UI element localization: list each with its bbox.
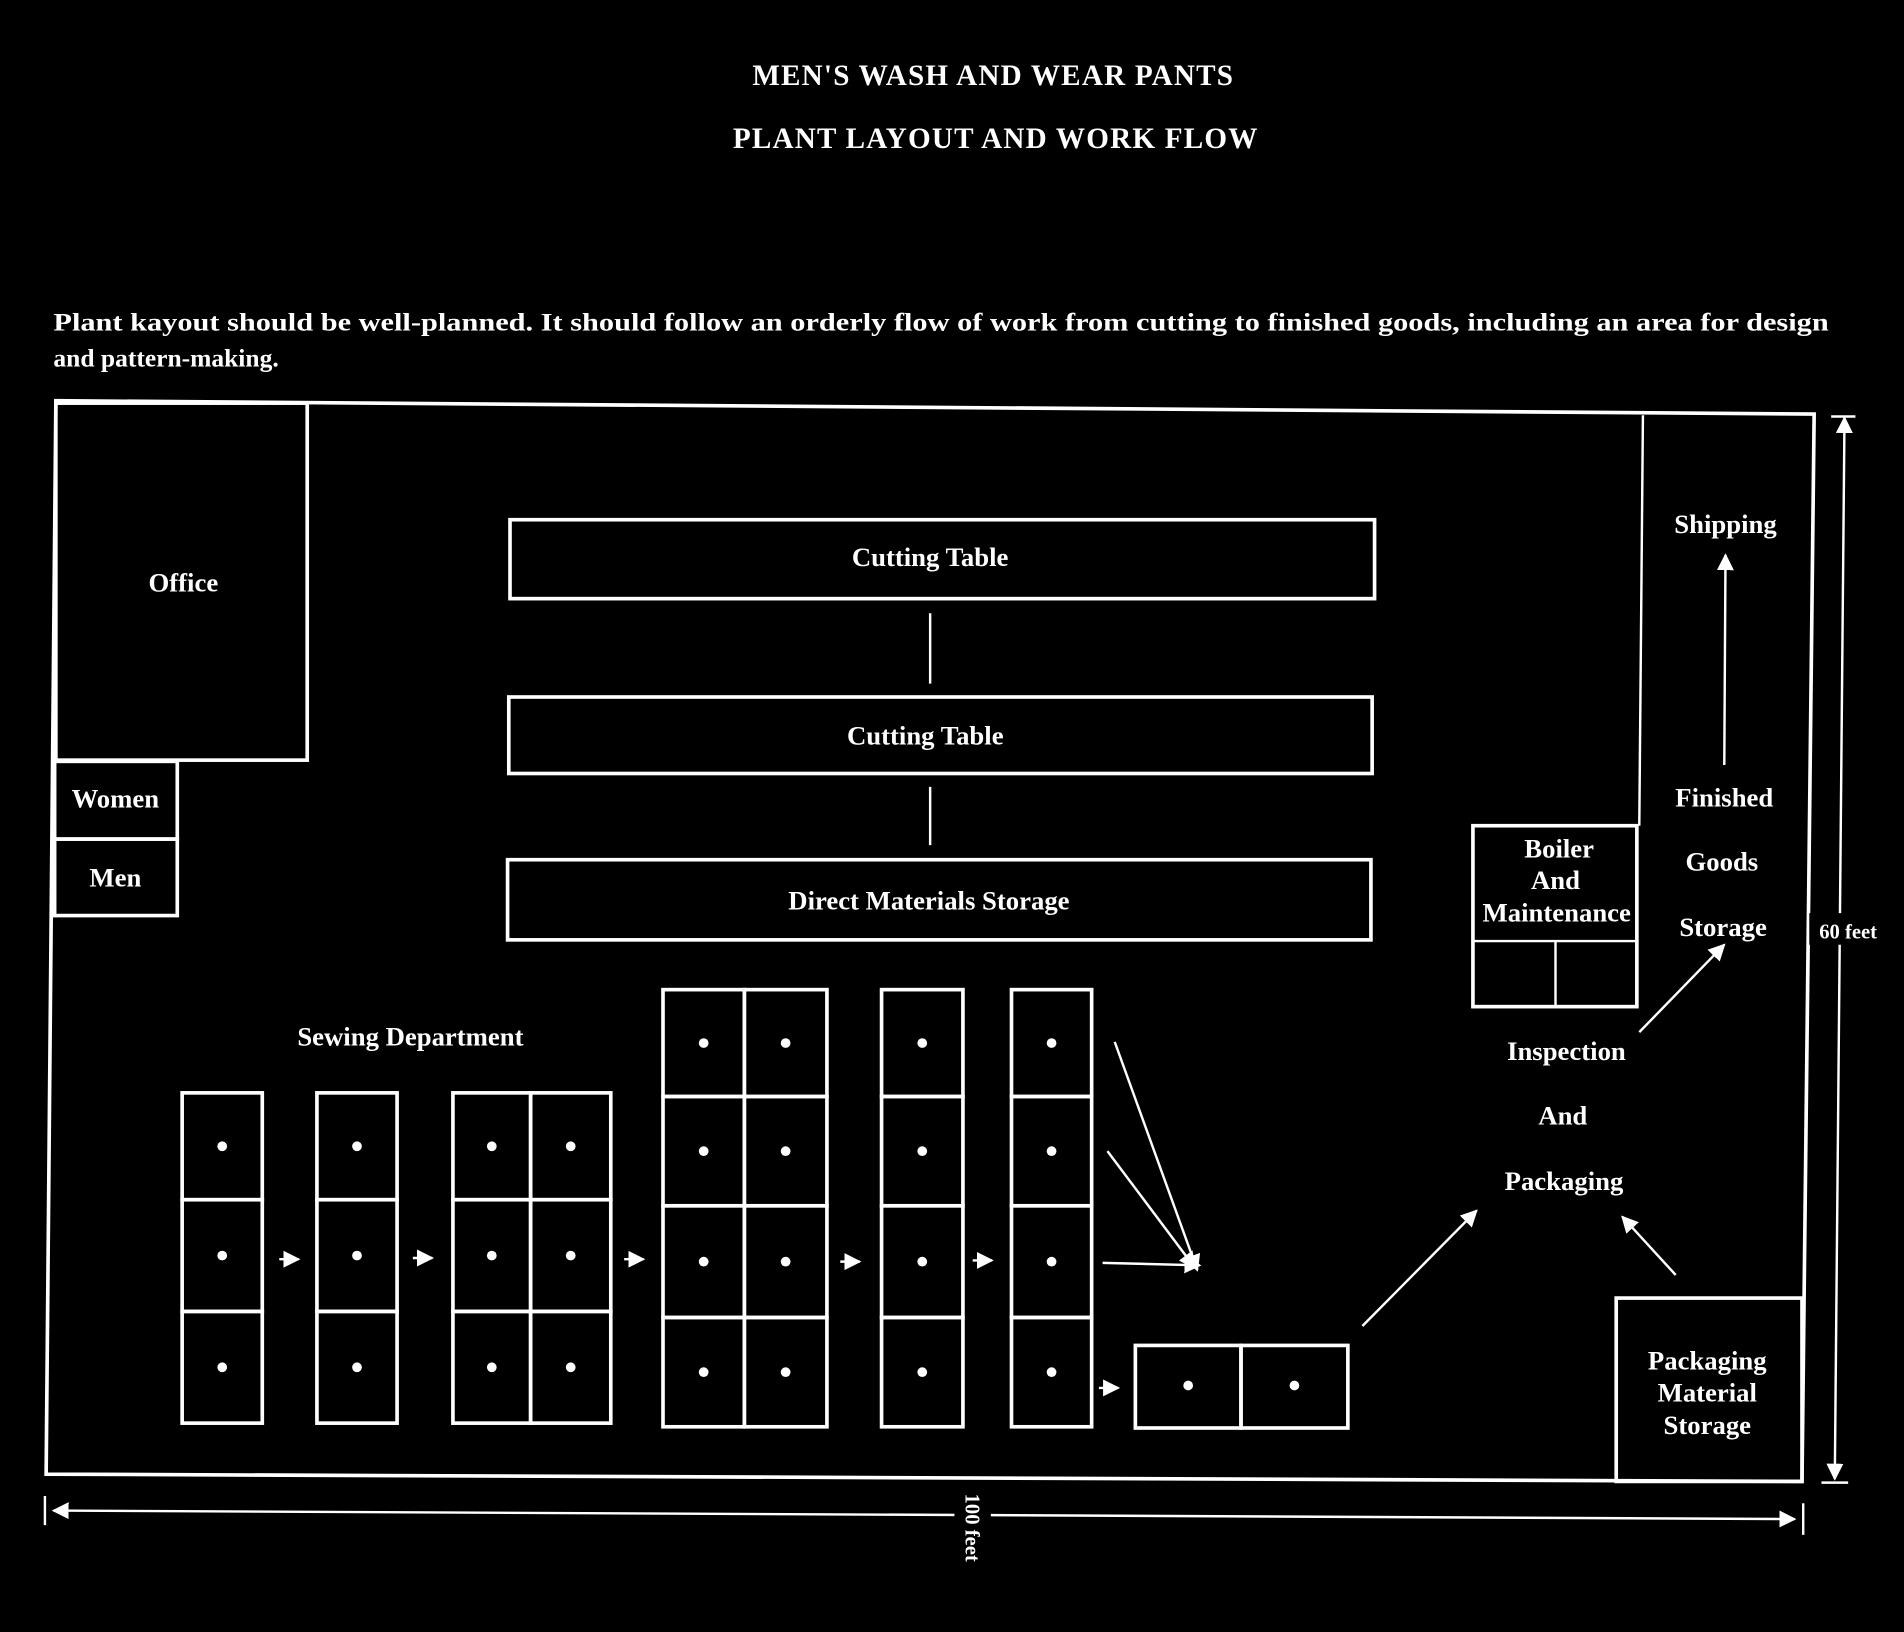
operator-dot — [565, 1362, 576, 1373]
operator-dot — [1289, 1380, 1300, 1391]
packaging-label-2: Material — [1658, 1377, 1757, 1407]
operator-dot — [1183, 1380, 1194, 1391]
boiler-label-3: Maintenance — [1483, 898, 1631, 928]
packaging-label-3: Storage — [1664, 1410, 1752, 1440]
women-label: Women — [72, 784, 160, 814]
operator-dot — [217, 1141, 228, 1152]
title-line-2: PLANT LAYOUT AND WORK FLOW — [733, 123, 1259, 155]
height-dimension-label: 60 feet — [1819, 922, 1877, 944]
operator-dot — [698, 1038, 709, 1048]
office-area — [54, 401, 310, 762]
width-dimension-label: 100 feet — [960, 1494, 982, 1562]
finished-goods-wall — [1638, 415, 1645, 826]
operator-dot — [698, 1146, 709, 1156]
flow-arrow-to-storage — [1638, 943, 1726, 1033]
cutting-table-2 — [506, 695, 1374, 776]
operator-dot — [352, 1250, 362, 1261]
operator-dot — [1046, 1367, 1057, 1377]
sewing-station — [180, 1309, 265, 1425]
operator-dot — [486, 1141, 497, 1152]
operator-dot — [217, 1362, 228, 1373]
operator-dot — [1046, 1038, 1057, 1048]
direct-materials-label: Direct Materials Storage — [788, 886, 1069, 916]
merge-arrow — [1106, 1150, 1196, 1270]
flow-arrow-to-shipping — [1716, 553, 1734, 766]
operator-dot — [780, 1038, 791, 1048]
sewing-station — [1009, 1315, 1094, 1429]
title-line-1: MEN'S WASH AND WEAR PANTS — [752, 60, 1234, 92]
cutting-table-2-label: Cutting Table — [847, 720, 1004, 750]
sewing-station — [742, 1315, 829, 1429]
packaging-material-storage — [1614, 1296, 1804, 1484]
shipping-label: Shipping — [1674, 509, 1777, 539]
intro-line-2: and pattern-making. — [53, 344, 278, 373]
operator-dot — [217, 1250, 228, 1261]
men-label: Men — [89, 862, 141, 892]
finished-goods-label-3: Storage — [1679, 912, 1767, 942]
men-restroom — [52, 837, 180, 918]
operator-dot — [486, 1362, 497, 1373]
sewing-station — [528, 1309, 613, 1425]
operator-dot — [565, 1250, 576, 1261]
sewing-station — [1239, 1343, 1350, 1430]
operator-dot — [698, 1367, 709, 1377]
operator-dot — [917, 1256, 928, 1267]
operator-dot — [565, 1141, 576, 1152]
finished-goods-label-1: Finished — [1675, 782, 1773, 812]
inspection-label-2: And — [1538, 1100, 1587, 1130]
boiler-label-1: Boiler — [1524, 833, 1594, 863]
finished-goods-label-2: Goods — [1685, 847, 1758, 877]
office-label: Office — [149, 567, 219, 597]
cutting-table-1-label: Cutting Table — [852, 542, 1009, 572]
operator-dot — [352, 1141, 362, 1152]
sewing-station — [879, 1315, 965, 1429]
operator-dot — [917, 1146, 928, 1156]
sewing-stations — [180, 987, 1350, 1430]
operator-dot — [780, 1367, 791, 1377]
operator-dot — [698, 1256, 709, 1267]
sewing-station — [315, 1309, 399, 1425]
operator-dot — [352, 1362, 362, 1373]
intro-line-1: Plant kayout should be well-planned. It … — [53, 307, 1828, 336]
merge-arrow — [1113, 1041, 1201, 1272]
cutting-table-1 — [508, 517, 1377, 601]
operator-dot — [1046, 1146, 1057, 1156]
height-dimension-line — [1826, 416, 1853, 1481]
operator-dot — [486, 1250, 497, 1261]
operator-dot — [780, 1146, 791, 1156]
boiler-label-2: And — [1531, 865, 1580, 895]
operator-dot — [917, 1367, 928, 1377]
packaging-label-1: Packaging — [1648, 1346, 1767, 1376]
width-dimension-line — [51, 1502, 1797, 1528]
inspection-label-3: Packaging — [1505, 1166, 1624, 1196]
sewing-department-label: Sewing Department — [297, 1022, 523, 1052]
work-flow-arrows — [279, 1041, 1202, 1397]
direct-materials-storage — [505, 857, 1373, 942]
merge-arrow — [1102, 1256, 1202, 1274]
operator-dot — [917, 1038, 928, 1048]
operator-dot — [780, 1256, 791, 1267]
operator-dot — [1046, 1256, 1057, 1267]
inspection-label-1: Inspection — [1507, 1036, 1626, 1066]
flow-arrow-to-inspection — [1361, 1209, 1478, 1327]
flow-arrow-packaging-material — [1621, 1215, 1677, 1276]
